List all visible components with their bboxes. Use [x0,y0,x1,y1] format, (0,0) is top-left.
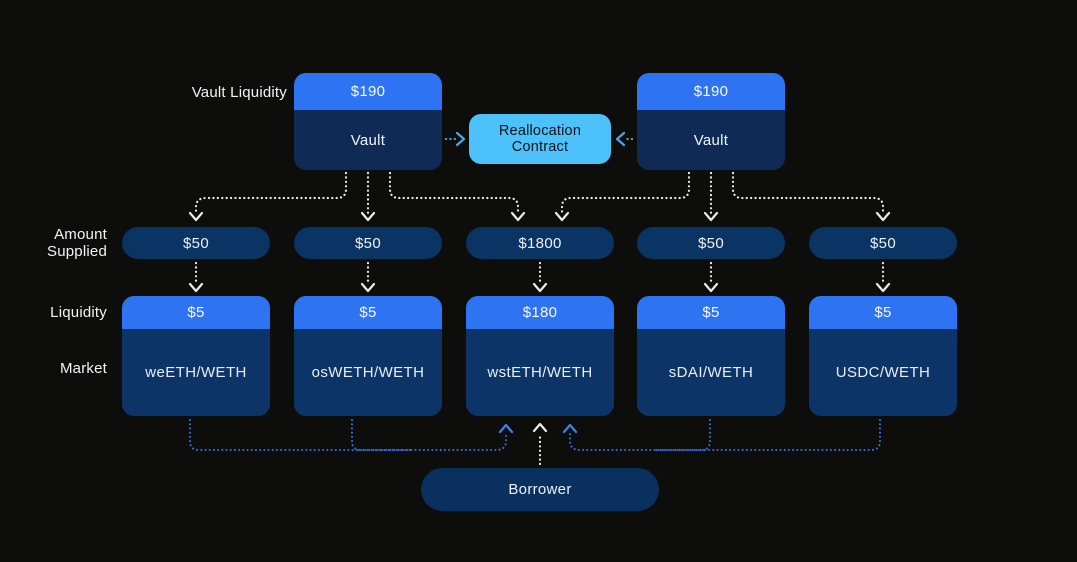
reallocation-contract: Reallocation Contract [469,114,611,164]
market-5-name: USDC/WETH [809,329,957,416]
arrow-vault2-to-supply5 [731,171,885,215]
market-1-liquidity-value: $5 [122,296,270,329]
vault-liquidity-label: Vault Liquidity [191,84,287,101]
market-2-liquidity-value: $5 [294,296,442,329]
vault-1-name: Vault [294,110,442,170]
arrowhead-down-icon [875,211,891,222]
amount-supplied-label-line2: Supplied [47,243,107,260]
market-usdc-weth: $5 USDC/WETH [809,296,957,416]
amount-supplied-pill-5: $50 [809,227,957,259]
amount-supplied-pill-2: $50 [294,227,442,259]
arrowhead-down-icon [360,282,376,293]
arrowhead-right-icon [455,131,466,147]
vault-1-liquidity-value: $190 [294,73,442,110]
market-3-name: wstETH/WETH [466,329,614,416]
arrowhead-up-icon [532,422,548,433]
arrow-market1-to-market3 [189,419,507,451]
arrowhead-down-icon [188,211,204,222]
market-1-name: weETH/WETH [122,329,270,416]
market-osweth-weth: $5 osWETH/WETH [294,296,442,416]
market-sdai-weth: $5 sDAI/WETH [637,296,785,416]
arrowhead-down-icon [554,211,570,222]
amount-supplied-pill-1: $50 [122,227,270,259]
market-weeth-weth: $5 weETH/WETH [122,296,270,416]
reallocation-contract-line1: Reallocation [498,122,582,139]
vault-2: $190 Vault [637,73,785,170]
borrower-node: Borrower [421,468,659,511]
arrowhead-down-icon [510,211,526,222]
arrowhead-left-icon [615,131,626,147]
arrow-market2-to-market3 [351,419,411,451]
market-2-name: osWETH/WETH [294,329,442,416]
arrowhead-up-icon [498,423,514,434]
market-4-liquidity-value: $5 [637,296,785,329]
market-5-liquidity-value: $5 [809,296,957,329]
arrowhead-down-icon [703,282,719,293]
amount-supplied-pill-3: $1800 [466,227,614,259]
market-wsteth-weth: $180 wstETH/WETH [466,296,614,416]
arrow-vault1-to-supply1 [194,171,348,215]
market-4-name: sDAI/WETH [637,329,785,416]
market-3-liquidity-value: $180 [466,296,614,329]
arrowhead-up-icon [562,423,578,434]
arrowhead-down-icon [703,211,719,222]
arrowhead-down-icon [188,282,204,293]
reallocation-contract-line2: Contract [511,139,569,155]
arrow-vault1-to-supply3 [388,171,520,215]
vault-2-name: Vault [637,110,785,170]
vault-2-liquidity-value: $190 [637,73,785,110]
arrowhead-down-icon [875,282,891,293]
arrow-market5-to-market3 [569,419,881,451]
arrowhead-down-icon [360,211,376,222]
amount-supplied-pill-4: $50 [637,227,785,259]
arrow-vault2-to-supply3 [560,171,691,215]
liquidity-label: Liquidity [50,304,107,321]
vault-1: $190 Vault [294,73,442,170]
amount-supplied-label-line1: Amount [54,226,107,243]
arrowhead-down-icon [532,282,548,293]
market-label: Market [59,360,107,377]
arrow-market4-to-market3 [654,419,711,451]
